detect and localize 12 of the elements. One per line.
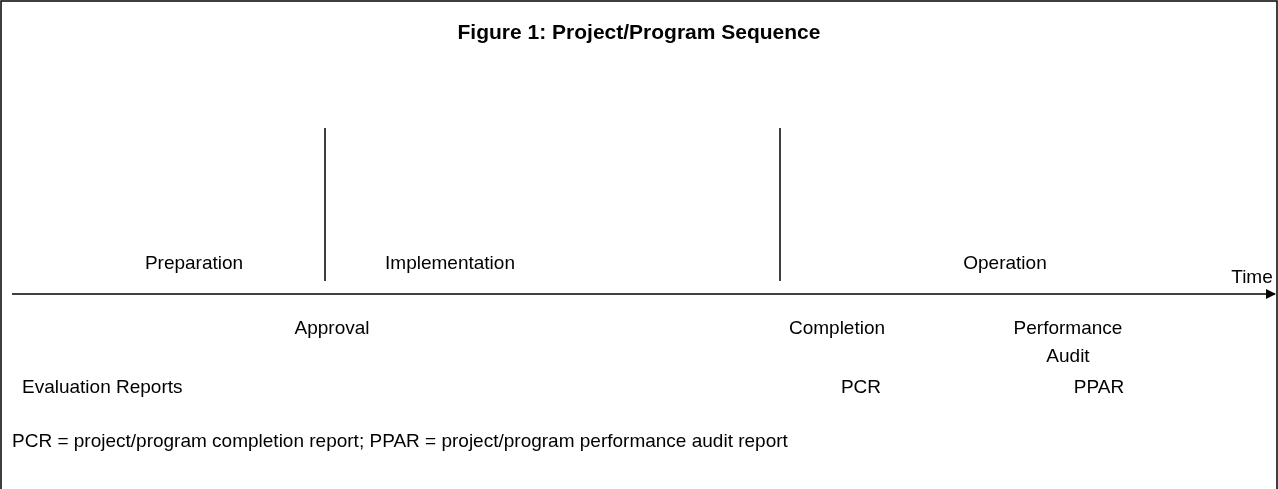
phase-label: Preparation: [144, 251, 244, 275]
report-label: PPAR: [1073, 375, 1125, 399]
row-label: Evaluation Reports: [22, 375, 183, 399]
footnote-text: PCR = project/program completion report; PPAR = project/program performance audit report: [12, 429, 788, 453]
milestone-label: Approval: [294, 316, 370, 340]
phase-label: Operation: [963, 251, 1047, 275]
phase-label: Implementation: [385, 251, 515, 275]
milestone-label: Completion: [788, 316, 886, 340]
axis-label: Time: [1231, 265, 1273, 289]
figure-title: Figure 1: Project/Program Sequence: [457, 19, 821, 45]
report-label: PCR: [840, 375, 882, 399]
milestone-label: Performance Audit: [1012, 316, 1124, 368]
